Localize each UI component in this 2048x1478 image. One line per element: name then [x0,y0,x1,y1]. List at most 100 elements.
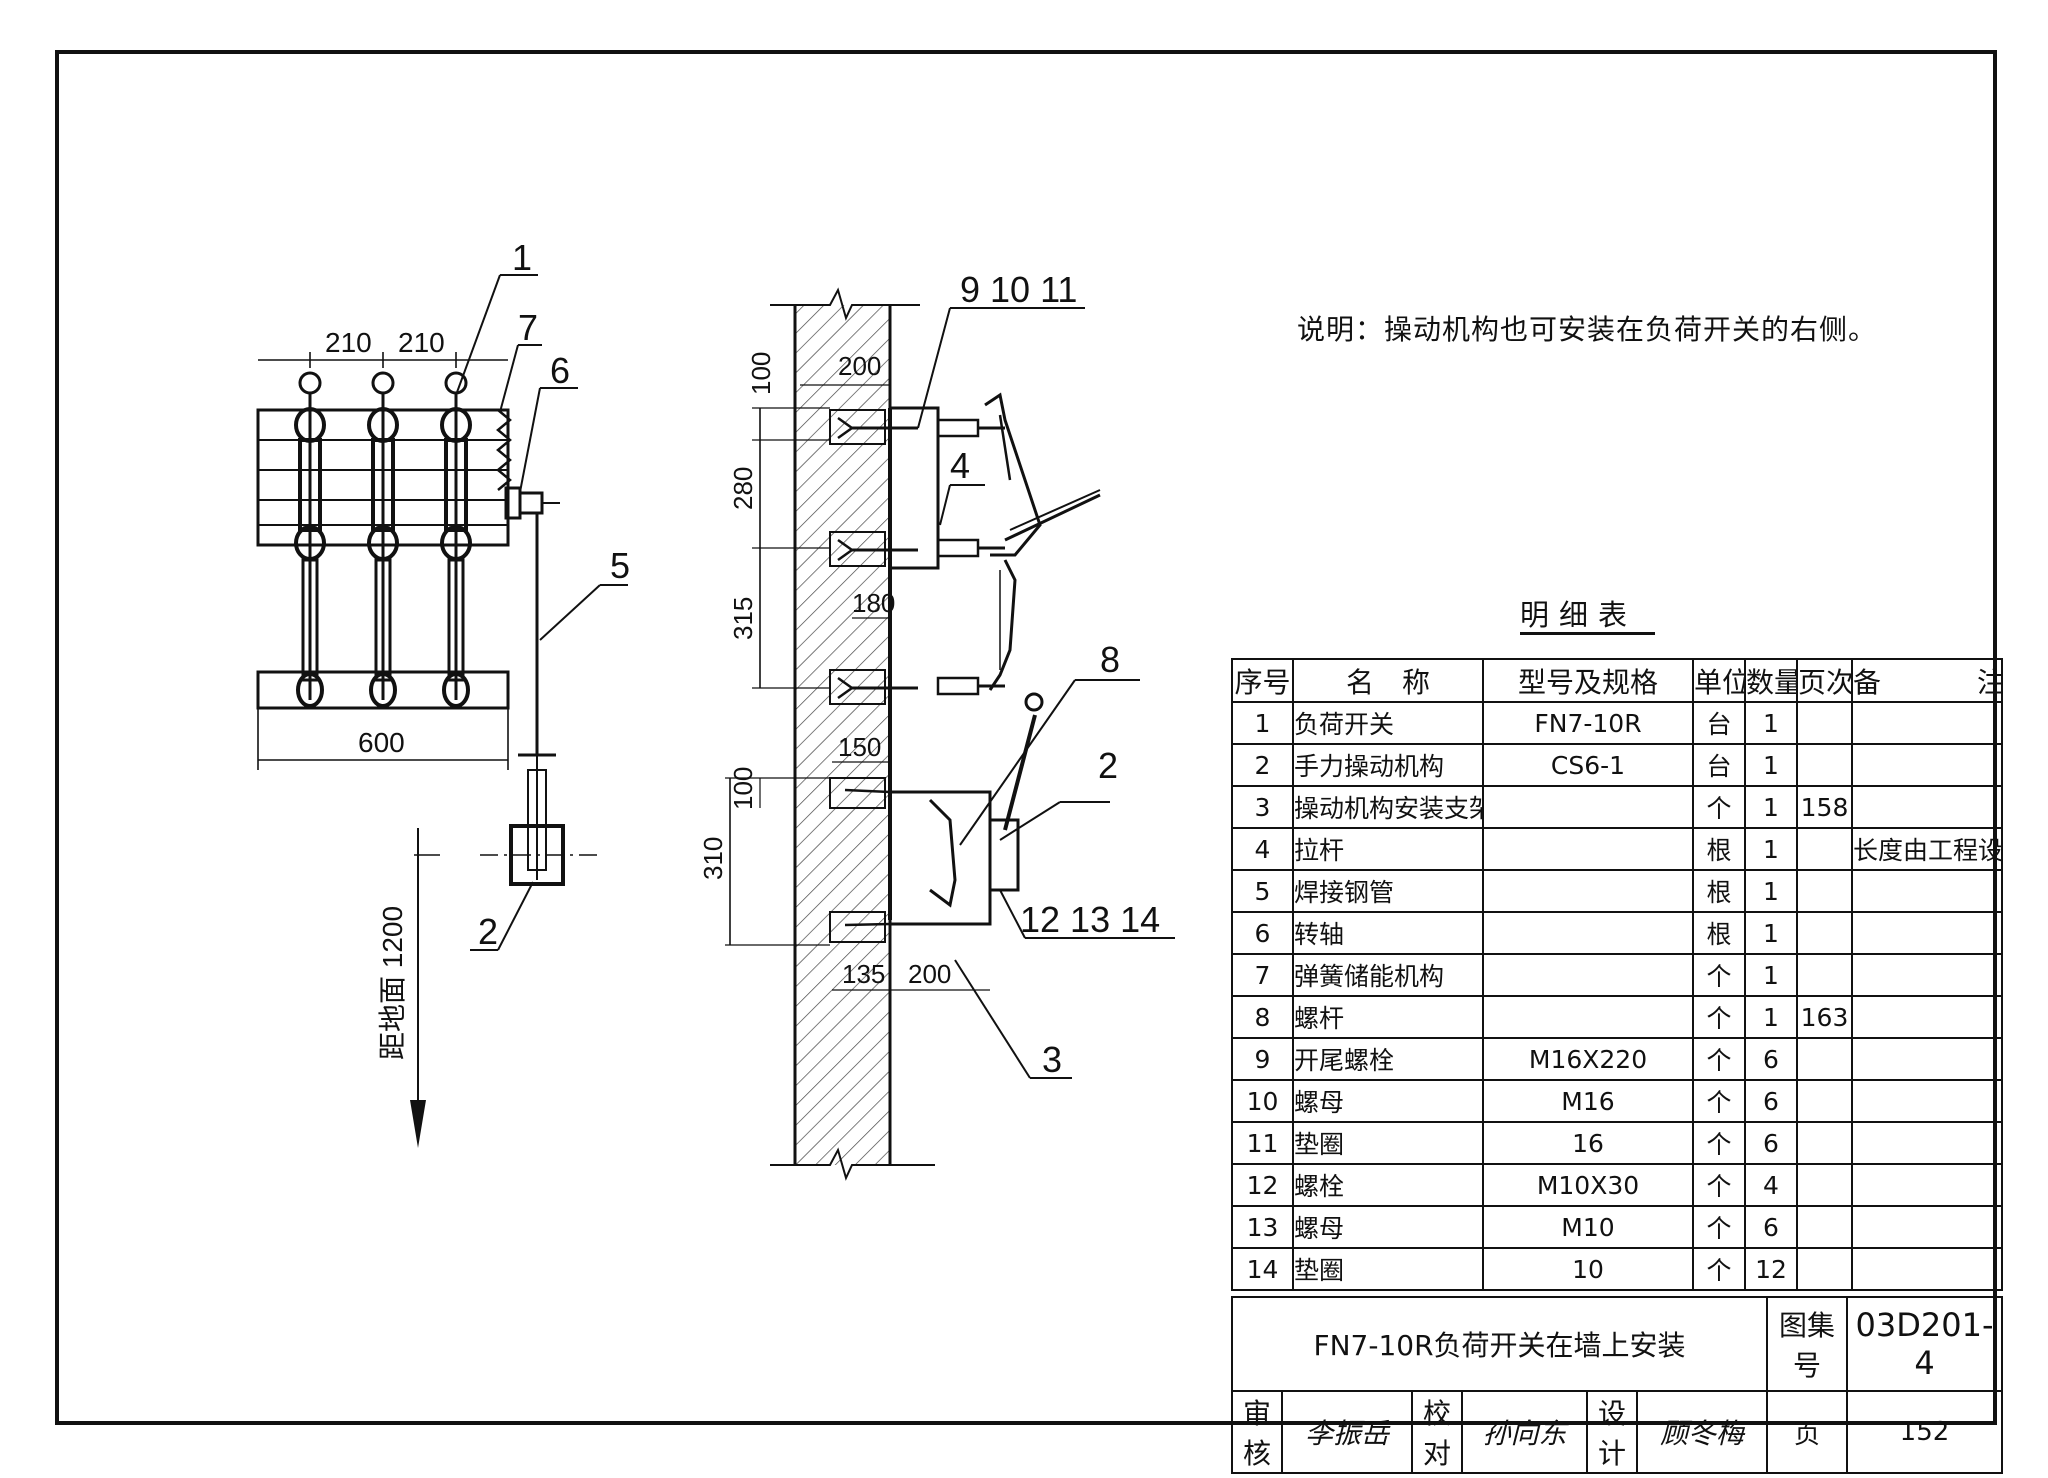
callout-9-10-11: 9 10 11 [960,269,1077,310]
drawing-title: FN7-10R负荷开关在墙上安装 [1231,1296,1768,1392]
part-qty: 1 [1744,995,1798,1039]
part-unit: 个 [1692,1037,1746,1081]
part-page [1796,953,1853,997]
dim-600: 600 [358,727,405,758]
callout-6: 6 [550,350,570,391]
review-label: 审核 [1231,1390,1283,1474]
wall-bolt-2 [829,531,918,567]
part-remark [1851,869,2003,913]
header-no: 序号 [1231,658,1294,703]
part-page: 158 [1796,785,1853,829]
callout-2-side: 2 [1098,745,1118,786]
part-no: 4 [1231,827,1294,871]
part-page [1796,1121,1853,1165]
part-remark [1851,1079,2003,1123]
part-no: 5 [1231,869,1294,913]
part-unit: 根 [1692,869,1746,913]
part-qty: 4 [1744,1163,1798,1207]
pole-2 [367,371,399,708]
header-name: 名 称 [1292,658,1484,703]
part-no: 6 [1231,911,1294,955]
part-spec [1482,785,1694,829]
pole-1 [294,371,326,708]
design-label: 设计 [1586,1390,1638,1474]
dim-100-mid: 100 [728,767,758,810]
dim-135: 135 [842,959,885,989]
part-spec: 10 [1482,1247,1694,1291]
review-signature: 李振岳 [1281,1390,1413,1474]
part-unit: 个 [1692,1205,1746,1249]
explanation-note: 说明：操动机构也可安装在负荷开关的右侧。 [1297,313,1878,346]
callout-4: 4 [950,445,970,486]
part-remark [1851,1121,2003,1165]
part-page [1796,701,1853,745]
part-name: 螺杆 [1292,995,1484,1039]
part-qty: 6 [1744,1037,1798,1081]
part-spec [1482,827,1694,871]
part-unit: 个 [1692,1247,1746,1291]
part-qty: 6 [1744,1079,1798,1123]
callout-12-13-14: 12 13 14 [1020,899,1160,940]
part-qty: 6 [1744,1121,1798,1165]
part-no: 7 [1231,953,1294,997]
dim-210-right: 210 [398,327,445,358]
part-remark [1851,1163,2003,1207]
design-signature: 顾冬梅 [1636,1390,1768,1474]
part-page [1796,1163,1853,1207]
part-name: 拉杆 [1292,827,1484,871]
callout-5: 5 [610,545,630,586]
part-unit: 台 [1692,701,1746,745]
part-page: 163 [1796,995,1853,1039]
parts-table: 序号 名 称 型号及规格 单位 数量 页次 备 注 1负荷开关FN7-10R台1… [1231,658,2003,1291]
part-no: 3 [1231,785,1294,829]
part-no: 9 [1231,1037,1294,1081]
part-unit: 个 [1692,1079,1746,1123]
part-no: 8 [1231,995,1294,1039]
part-unit: 个 [1692,1121,1746,1165]
part-unit: 台 [1692,743,1746,787]
dim-280: 280 [728,467,758,510]
header-spec: 型号及规格 [1482,658,1694,703]
wall-bolt-3 [829,669,918,705]
page-number: 152 [1846,1390,2003,1474]
part-page [1796,827,1853,871]
part-qty: 6 [1744,1205,1798,1249]
part-page [1796,911,1853,955]
part-remark [1851,1037,2003,1081]
part-qty: 1 [1744,743,1798,787]
part-spec: FN7-10R [1482,701,1694,745]
part-unit: 个 [1692,785,1746,829]
callout-8: 8 [1100,639,1120,680]
part-unit: 个 [1692,953,1746,997]
page-label: 页 [1766,1390,1848,1474]
part-unit: 根 [1692,911,1746,955]
part-name: 垫圈 [1292,1247,1484,1291]
dim-180: 180 [852,588,895,618]
check-signature: 孙向东 [1461,1390,1588,1474]
title-block: FN7-10R负荷开关在墙上安装 图集号 03D201-4 审核 李振岳 校对 … [1231,1296,2003,1474]
part-page [1796,869,1853,913]
part-spec: M16X220 [1482,1037,1694,1081]
part-spec: M10X30 [1482,1163,1694,1207]
dim-315: 315 [728,597,758,640]
part-no: 1 [1231,701,1294,745]
dim-310: 310 [698,837,728,880]
front-view-labels: 210 210 600 1 7 6 5 2 距地面 1200 [325,237,630,1060]
part-no: 14 [1231,1247,1294,1291]
header-qty: 数量 [1744,658,1798,703]
dim-150: 150 [838,732,881,762]
callout-1: 1 [512,237,532,278]
wall-section [795,305,890,1165]
part-remark [1851,911,2003,955]
part-page [1796,743,1853,787]
part-qty: 1 [1744,953,1798,997]
part-name: 螺母 [1292,1205,1484,1249]
